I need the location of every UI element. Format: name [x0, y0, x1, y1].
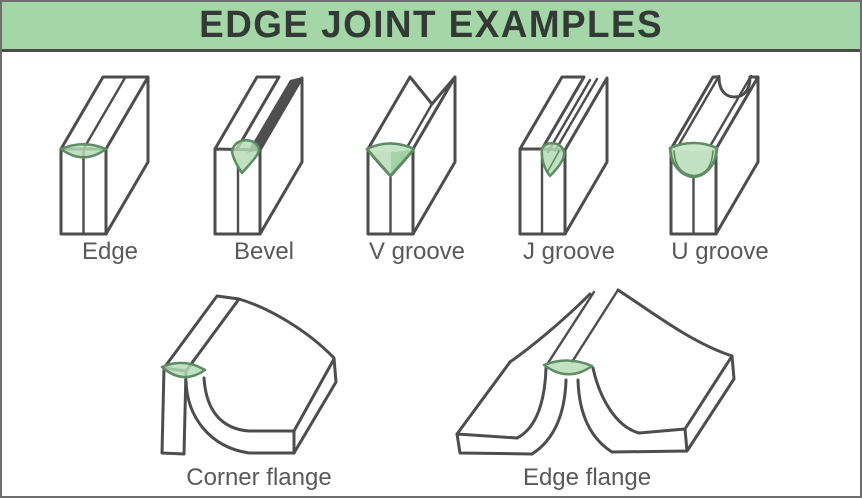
weld-bead	[160, 361, 207, 379]
edge-joint-diagram	[59, 75, 150, 236]
label-edge: Edge	[81, 238, 139, 265]
figure-u-groove-joint: U groove	[660, 64, 780, 266]
label-j-groove: J groove	[522, 238, 616, 265]
back-left-curve	[508, 292, 592, 364]
groove-curve-edges	[546, 77, 599, 154]
weld-bead	[542, 359, 594, 376]
vertical-plate-front-face	[160, 366, 188, 456]
label-u-groove: U groove	[671, 238, 769, 265]
right-plate-outer-curve	[576, 378, 614, 454]
left-plate-inner-curve	[515, 366, 548, 440]
page-title: EDGE JOINT EXAMPLES	[199, 4, 663, 46]
flange-inner-curve-and-end-face	[202, 357, 336, 455]
left-plate-flat-edges	[455, 360, 534, 456]
label-edge-flange: Edge flange	[522, 464, 652, 491]
weld-outline	[365, 142, 416, 178]
label-bevel: Bevel	[233, 238, 295, 265]
bevel-groove-face	[247, 77, 302, 153]
right-plate-flat-and-end-face	[610, 354, 736, 454]
figure-v-groove-joint: V groove	[357, 64, 477, 266]
corner-flange-joint-diagram	[160, 294, 338, 456]
plate-top-back-edges	[213, 75, 304, 236]
right-plate-inner-curve	[591, 366, 641, 435]
vertical-plate-top-face	[162, 294, 241, 373]
figure-edge-joint: Edge	[50, 64, 170, 266]
figure-bevel-joint: Bevel	[204, 64, 324, 266]
weld-bead	[540, 142, 566, 178]
groove-wall-edges	[675, 74, 753, 150]
u-groove-joint-diagram	[668, 74, 760, 236]
header-banner: EDGE JOINT EXAMPLES	[2, 2, 860, 52]
figure-j-groove-joint: J groove	[509, 64, 629, 266]
plate-top-back-edges	[518, 75, 609, 236]
left-plate-outer-curve	[530, 378, 568, 456]
weld-bead	[59, 143, 108, 159]
plate-top-back-edges-u-notch	[669, 75, 760, 236]
bevel-joint-diagram	[213, 75, 304, 236]
weld-bead	[230, 138, 261, 175]
weld-outline	[668, 141, 719, 179]
plate-seam-lines	[82, 75, 127, 236]
label-corner-flange: Corner flange	[186, 464, 332, 491]
figure-edge-flange-joint: Edge flange	[430, 286, 744, 492]
flange-outer-silhouette	[184, 297, 338, 455]
edge-flange-joint-diagram	[455, 288, 736, 456]
figure-corner-flange-joint: Corner flange	[137, 286, 381, 492]
weld-groove-arcs	[673, 150, 714, 177]
j-groove-joint-diagram	[518, 75, 609, 236]
weld-crease-line	[547, 150, 560, 172]
label-v-groove: V groove	[368, 238, 466, 265]
back-right-curve	[616, 288, 734, 358]
joint-edges-going-back	[546, 288, 620, 365]
v-groove-joint-diagram	[365, 75, 457, 236]
plate-top-back-edges	[59, 75, 150, 236]
